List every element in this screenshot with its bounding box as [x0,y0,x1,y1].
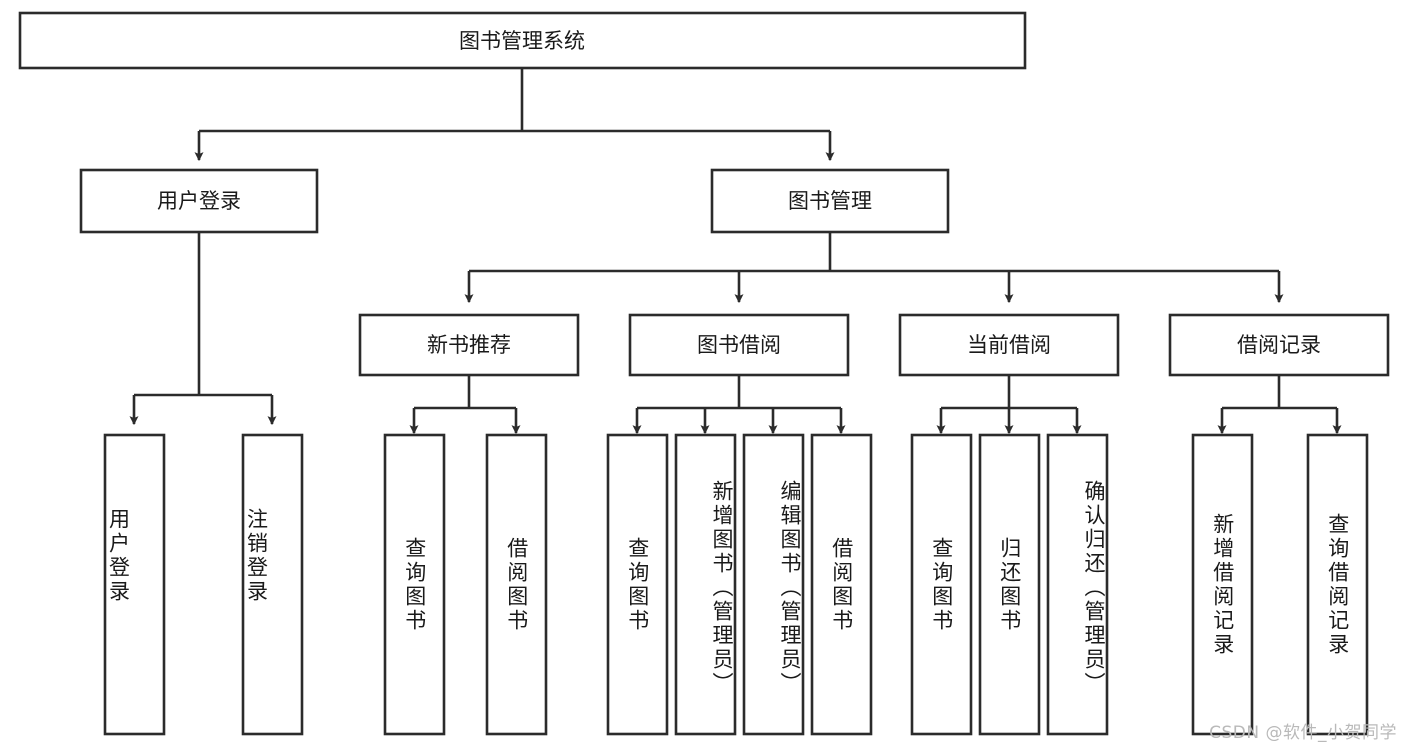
csdn-watermark: CSDN @软件_小贺同学 [1209,723,1397,743]
node-leaf-query-record-box[interactable] [1306,433,1369,736]
node-leaf-logout-box[interactable] [241,433,304,736]
node-root-label: 图书管理系统 [459,29,585,53]
connector-group-user-login [129,232,277,426]
node-leaf-edit-book-box[interactable] [742,433,805,736]
node-book-manage-box[interactable] [710,168,950,234]
node-user-login[interactable]: 用户登录 [79,168,319,234]
connector-group-new-book-rec [409,375,521,435]
connector-group-book-borrow [632,375,846,435]
node-leaf-return-book-box[interactable] [978,433,1041,736]
node-current-borrow-box[interactable] [898,313,1120,377]
node-borrow-record-box[interactable] [1168,313,1390,377]
node-leaf-user-login-box[interactable] [103,433,166,736]
node-new-book-rec-label: 新书推荐 [427,333,511,357]
connector-group-current-borrow [936,375,1082,435]
node-book-manage-label: 图书管理 [788,189,872,213]
connector-group-borrow-record [1217,375,1342,435]
node-current-borrow[interactable]: 当前借阅 [898,313,1120,377]
node-leaf-query-book-2-box[interactable] [606,433,669,736]
node-new-book-rec-box[interactable] [358,313,580,377]
node-root-box[interactable] [18,11,1027,70]
node-leaf-query-book-3-box[interactable] [910,433,973,736]
node-user-login-label: 用户登录 [157,189,241,213]
node-book-borrow-box[interactable] [628,313,850,377]
node-book-borrow[interactable]: 图书借阅 [628,313,850,377]
connector-group-root [194,68,835,162]
connector-group-book-manage [464,232,1284,304]
node-leaf-borrow-book-1-box[interactable] [485,433,548,736]
node-new-book-rec[interactable]: 新书推荐 [358,313,580,377]
node-book-manage[interactable]: 图书管理 [710,168,950,234]
node-leaf-borrow-book-2-box[interactable] [810,433,873,736]
node-root[interactable]: 图书管理系统 [18,11,1027,70]
node-leaf-add-record-box[interactable] [1191,433,1254,736]
node-leaf-add-book-box[interactable] [674,433,737,736]
node-leaf-confirm-return-box[interactable] [1046,433,1109,736]
node-leaf-query-book-1-box[interactable] [383,433,446,736]
node-user-login-box[interactable] [79,168,319,234]
node-borrow-record[interactable]: 借阅记录 [1168,313,1390,377]
node-borrow-record-label: 借阅记录 [1237,333,1321,357]
leaf-box-group [103,433,1369,736]
node-book-borrow-label: 图书借阅 [697,333,781,357]
node-current-borrow-label: 当前借阅 [967,333,1051,357]
